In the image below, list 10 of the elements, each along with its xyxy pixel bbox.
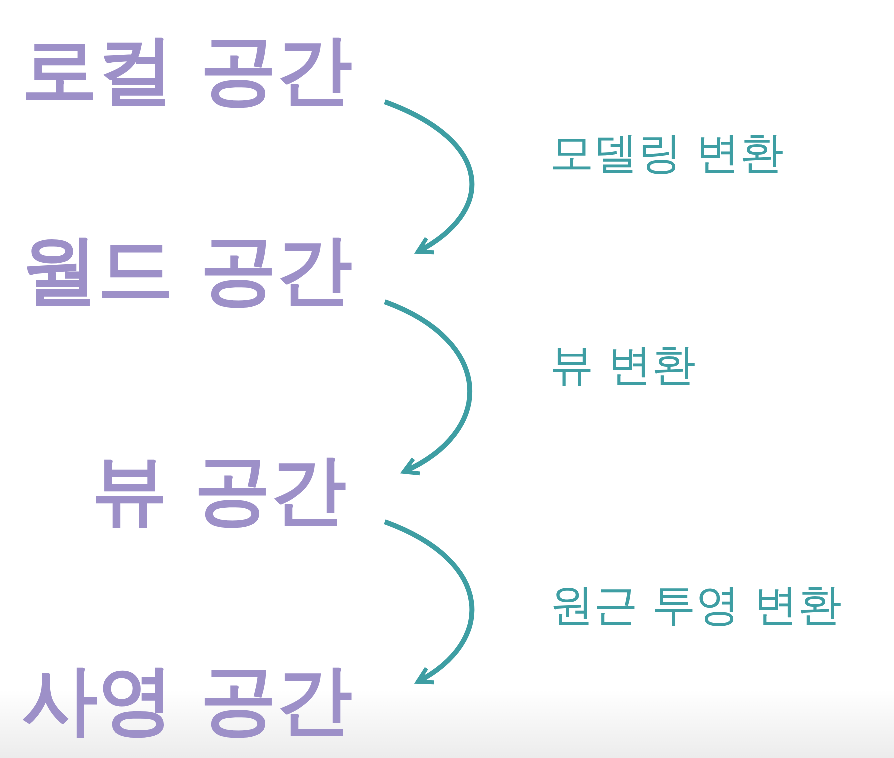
space-label: 로컬 공간 bbox=[22, 28, 352, 112]
curved-arrow bbox=[384, 100, 474, 254]
space-label: 뷰 공간 bbox=[92, 448, 346, 532]
space-label: 월드 공간 bbox=[22, 228, 352, 312]
edge-label: 모델링 변환 bbox=[550, 128, 784, 180]
edge-label: 뷰 변환 bbox=[550, 340, 696, 392]
edge-label: 원근 투영 변환 bbox=[550, 580, 842, 632]
curved-arrow bbox=[384, 520, 474, 684]
space-label: 사영 공간 bbox=[22, 658, 352, 742]
curved-arrow bbox=[384, 300, 472, 475]
